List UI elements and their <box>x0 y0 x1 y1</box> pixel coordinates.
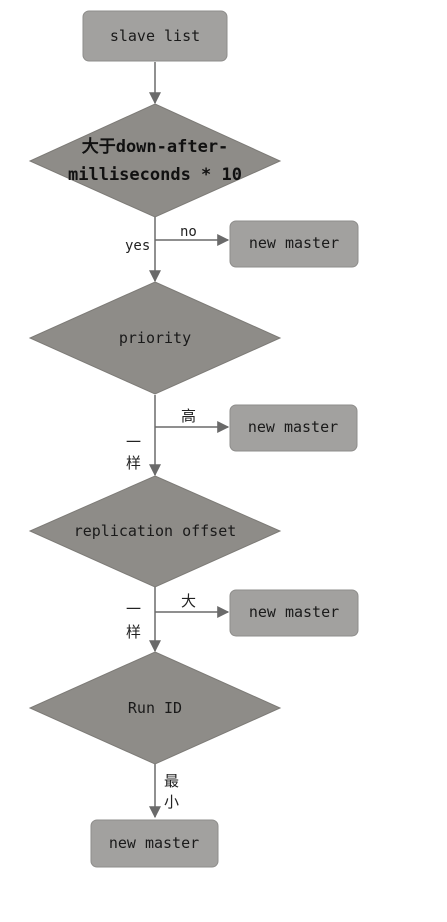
edge-label-same-1b: 样 <box>126 454 141 472</box>
decision3-label: replication offset <box>74 522 237 540</box>
edge-label-large: 大 <box>181 592 196 610</box>
edge-label-yes: yes <box>125 238 150 254</box>
decision-priority: priority <box>28 281 282 395</box>
new-master-box-2 <box>229 404 358 452</box>
new-master-node-3: new master <box>229 589 359 637</box>
decision1-label-line1: 大于down-after- <box>82 136 229 157</box>
start-label: slave list <box>110 27 200 45</box>
edge-label-high: 高 <box>181 407 196 425</box>
new-master-node-final: new master <box>90 819 219 868</box>
edge-label-min-b: 小 <box>164 793 179 811</box>
decision-down-after-milliseconds: 大于down-after- milliseconds * 10 <box>28 103 282 218</box>
start-box <box>82 10 228 62</box>
edge-label-same-2b: 样 <box>126 623 141 641</box>
new-master-node-1: new master <box>229 220 359 268</box>
decision-replication-offset: replication offset <box>28 475 282 588</box>
decision4-label: Run ID <box>128 699 182 717</box>
new-master-label-final: new master <box>109 834 199 852</box>
new-master-label-1: new master <box>249 234 339 252</box>
decision2-label: priority <box>119 329 191 347</box>
decision1-diamond <box>28 103 282 218</box>
new-master-label-3: new master <box>249 603 339 621</box>
decision4-diamond <box>28 651 282 765</box>
new-master-box-1 <box>229 220 359 268</box>
edge-label-same-1a: 一 <box>126 433 141 451</box>
edge-label-same-2a: 一 <box>126 600 141 618</box>
edge-label-no: no <box>180 224 197 240</box>
connectors <box>149 62 230 819</box>
decision1-label-line2: milliseconds * 10 <box>68 165 242 185</box>
edge-label-min-a: 最 <box>164 772 179 790</box>
new-master-box-final <box>90 819 219 868</box>
new-master-label-2: new master <box>248 418 338 436</box>
new-master-box-3 <box>229 589 359 637</box>
decision-run-id: Run ID <box>28 651 282 765</box>
new-master-node-2: new master <box>229 404 358 452</box>
start-node: slave list <box>82 10 228 62</box>
decision2-diamond <box>28 281 282 395</box>
decision3-diamond <box>28 475 282 588</box>
